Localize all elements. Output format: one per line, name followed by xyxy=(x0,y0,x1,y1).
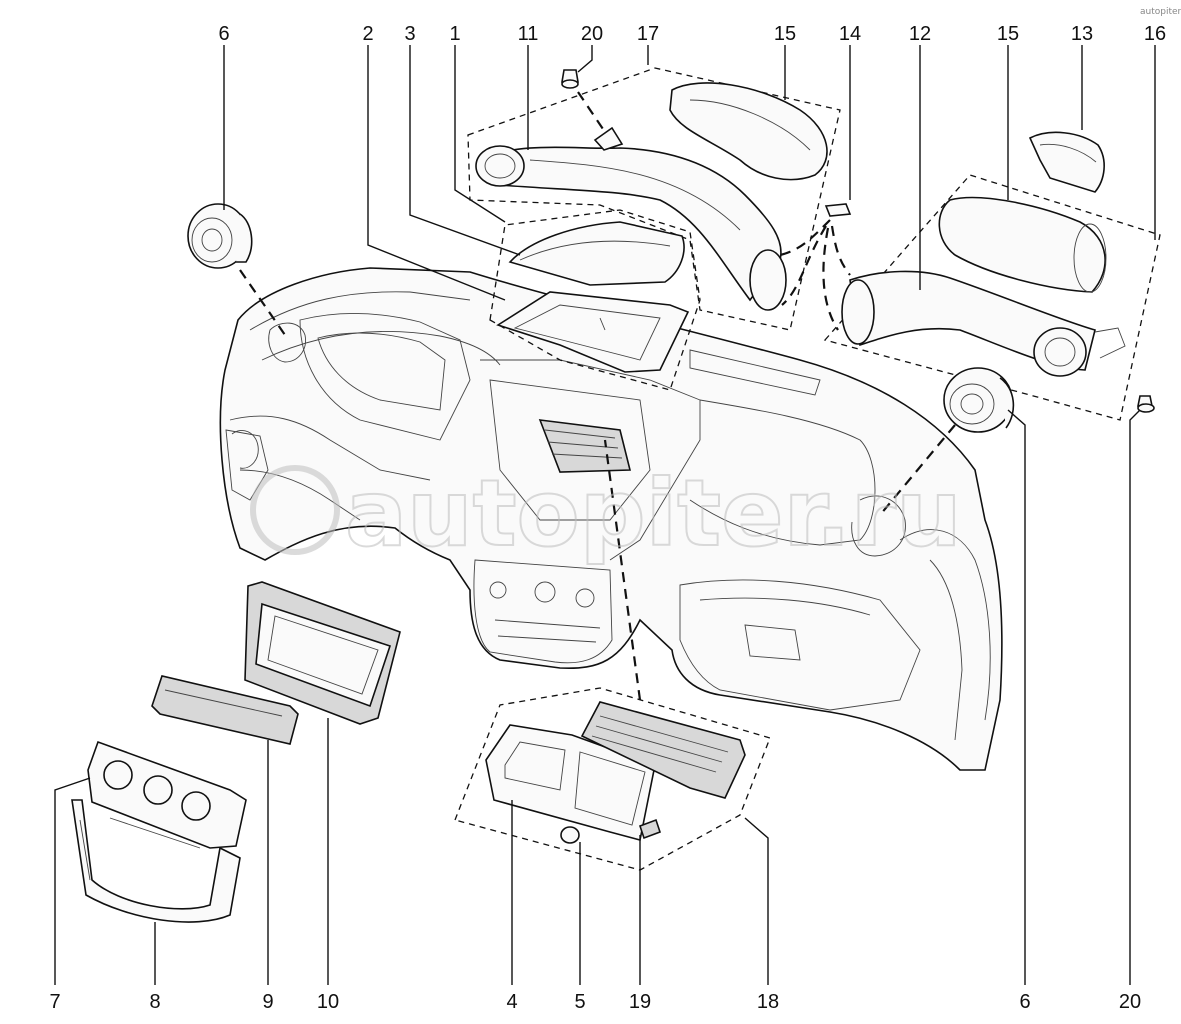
callout-11: 11 xyxy=(518,23,539,45)
bezel-8 xyxy=(71,799,241,923)
clip-part-14 xyxy=(824,203,852,217)
callout-5: 5 xyxy=(574,991,585,1013)
arrow-vent-left xyxy=(239,269,286,336)
trim-frame-10 xyxy=(244,581,401,725)
arrow-14-a xyxy=(779,219,831,257)
control-panel-7 xyxy=(87,740,247,849)
callout-15: 15 xyxy=(774,23,796,45)
vent-nozzle-right xyxy=(943,367,1015,433)
callout-12: 12 xyxy=(909,23,931,45)
storage-tray-2 xyxy=(496,291,690,373)
callout-9: 9 xyxy=(262,991,273,1013)
vent-grille-18 xyxy=(580,701,746,799)
assembly-box-glovebox-2-3 xyxy=(489,209,701,391)
clip-fastener-right xyxy=(1137,395,1155,413)
knob-5 xyxy=(560,826,580,844)
arrow-14-c xyxy=(830,225,851,276)
callout-18: 18 xyxy=(757,991,779,1013)
callout-6: 6 xyxy=(218,23,229,45)
foam-insulation-right xyxy=(938,196,1107,293)
callout-6: 6 xyxy=(1019,991,1030,1013)
panel-insert-9 xyxy=(151,675,299,745)
console-frame-4 xyxy=(485,724,656,841)
callout-15: 15 xyxy=(997,23,1019,45)
arrow-clip-top xyxy=(577,91,606,133)
button-19 xyxy=(638,818,662,840)
callout-10: 10 xyxy=(317,991,339,1013)
callout-2: 2 xyxy=(362,23,373,45)
watermark-text: autopiter.ru xyxy=(345,460,962,567)
arrow-14-d xyxy=(822,227,839,331)
callout-8: 8 xyxy=(149,991,160,1013)
assembly-box-duct-17 xyxy=(467,67,841,331)
arrow-console-to-dash xyxy=(603,439,642,701)
callout-14: 14 xyxy=(839,23,861,45)
callout-17: 17 xyxy=(637,23,659,45)
callout-13: 13 xyxy=(1071,23,1093,45)
watermark: autopiter.ru xyxy=(250,459,963,568)
leader-lines xyxy=(54,45,1156,985)
callout-3: 3 xyxy=(404,23,415,45)
callout-16: 16 xyxy=(1144,23,1166,45)
callout-labels: 6 2 3 1 11 20 17 15 14 12 15 13 16 7 8 9… xyxy=(49,23,1166,1013)
storage-lid-3 xyxy=(508,221,685,286)
foam-pad-13 xyxy=(1028,131,1105,193)
watermark-corner: autopiter xyxy=(1140,7,1181,17)
clip-fastener-top xyxy=(561,69,579,89)
arrow-vent-right xyxy=(879,424,956,516)
air-duct-left xyxy=(475,126,787,311)
callout-7: 7 xyxy=(49,991,60,1013)
foam-insulation-upper xyxy=(669,82,828,181)
callout-19: 19 xyxy=(629,991,651,1013)
arrow-14-b xyxy=(781,225,827,306)
callout-1: 1 xyxy=(449,23,460,45)
vent-nozzle-left xyxy=(187,203,253,269)
callout-4: 4 xyxy=(506,991,517,1013)
callout-20: 20 xyxy=(1119,991,1141,1013)
callout-20: 20 xyxy=(581,23,603,45)
air-duct-right xyxy=(841,270,1126,377)
